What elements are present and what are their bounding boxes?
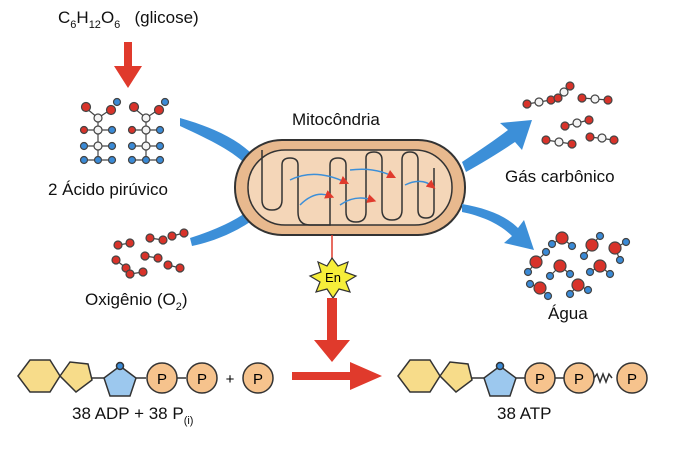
pyruvic-acid-molecules	[79, 97, 170, 165]
pyruvic-acid-label: 2 Ácido pirúvico	[48, 180, 169, 199]
free-phosphate: P	[253, 371, 263, 388]
energy-burst: En	[308, 235, 358, 300]
glucose-name: (glicose)	[134, 8, 199, 27]
energy-label: En	[325, 270, 341, 285]
adp-phosphate-1: P	[157, 371, 167, 388]
adp-phosphate-2: P	[197, 371, 207, 388]
water-label: Água	[548, 304, 588, 323]
glucose-formula: C6H12O6 (glicose)	[58, 8, 199, 31]
red-energy-arrows	[292, 298, 382, 390]
atp-phosphate-3: P	[627, 371, 637, 388]
atp-label: 38 ATP	[497, 404, 552, 423]
adp-molecule	[17, 359, 274, 397]
plus-sign: +	[226, 371, 235, 388]
water-molecules	[523, 231, 631, 301]
atp-phosphate-2: P	[574, 371, 584, 388]
adp-label: 38 ADP + 38 P(i)	[72, 404, 194, 427]
oxygen-label: Oxigênio (O2)	[85, 290, 188, 313]
glucose-down-arrow	[114, 42, 142, 88]
oxygen-molecules	[111, 228, 189, 279]
atp-molecule	[397, 359, 648, 397]
mitochondria-label: Mitocôndria	[292, 110, 380, 129]
mitochondrion	[234, 139, 466, 236]
atp-phosphate-1: P	[535, 371, 545, 388]
co2-label: Gás carbônico	[505, 167, 615, 186]
blue-output-arrows	[462, 120, 534, 250]
co2-molecules	[522, 81, 619, 149]
